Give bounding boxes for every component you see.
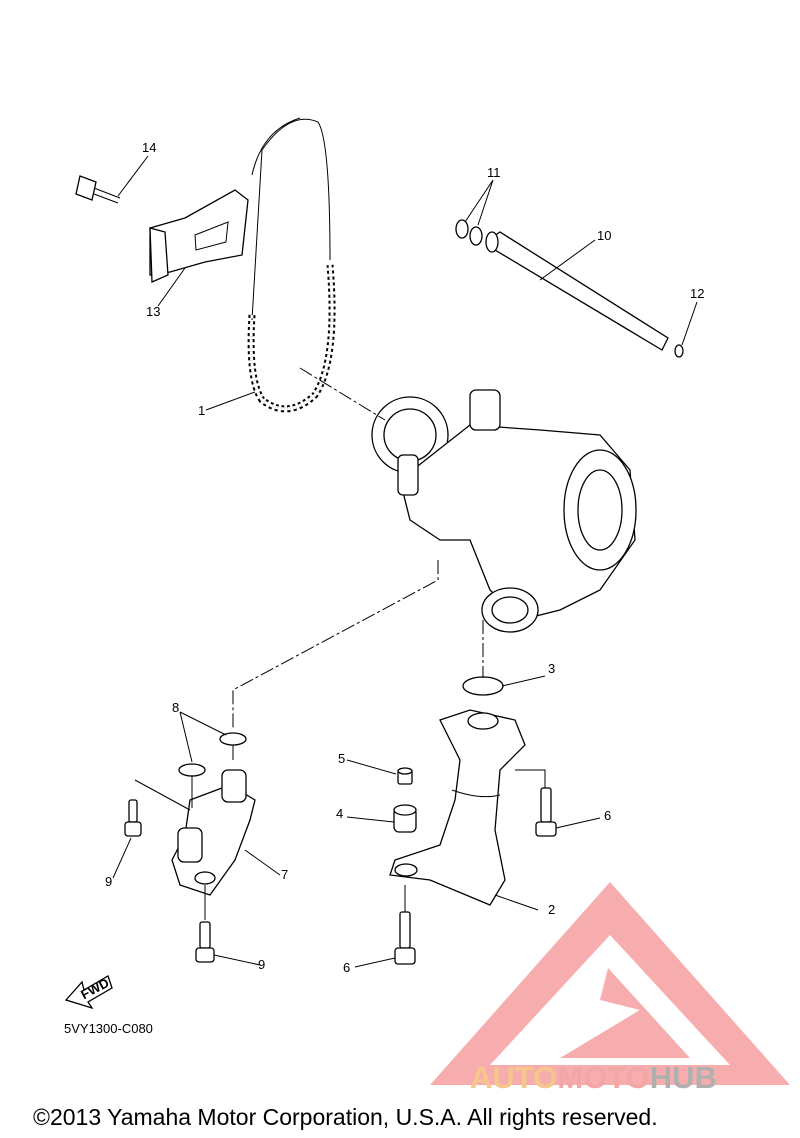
callout-9-upper: 9 [105, 874, 112, 889]
copyright-notice: ©2013 Yamaha Motor Corporation, U.S.A. A… [33, 1104, 658, 1130]
collar-part-4 [393, 804, 417, 833]
callout-11: 11 [487, 165, 501, 180]
pump-shaft-part-10 [485, 231, 669, 351]
dowel-pin-part-5 [397, 767, 413, 785]
bolt-part-9-lower [195, 921, 215, 963]
oil-pump-assembly [371, 389, 637, 633]
chain-guide-part-13 [149, 189, 249, 283]
watermark-text-moto: MOTO [557, 1060, 649, 1095]
alignment-lines [134, 367, 546, 920]
guide-bolt-part-14 [75, 175, 121, 204]
callout-13: 13 [146, 304, 160, 319]
watermark-text-auto: AUTO [470, 1060, 557, 1095]
timing-chain-part-1 [247, 117, 336, 413]
callout-9-lower: 9 [258, 957, 265, 972]
fwd-arrow-icon: FWD [64, 975, 113, 1010]
watermark-text: AUTOMOTOHUB [470, 1060, 717, 1095]
callout-2: 2 [548, 902, 555, 917]
callout-12: 12 [690, 286, 704, 301]
bolt-part-6-upper [535, 787, 557, 837]
callout-8: 8 [172, 700, 179, 715]
callout-6-upper: 6 [604, 808, 611, 823]
o-ring-part-3 [462, 676, 504, 696]
callout-7: 7 [281, 867, 288, 882]
o-rings-part-8 [178, 732, 247, 777]
callout-6-lower: 6 [343, 960, 350, 975]
oil-pipe-part-7 [171, 769, 256, 896]
circlip-part-12 [674, 344, 684, 358]
callout-5: 5 [338, 751, 345, 766]
bolt-part-9-upper [124, 799, 142, 837]
callout-1: 1 [198, 403, 205, 418]
watermark-text-hub: HUB [650, 1060, 717, 1095]
delivery-pipe-part-2 [389, 709, 526, 906]
callout-4: 4 [336, 806, 343, 821]
callout-3: 3 [548, 661, 555, 676]
callout-10: 10 [597, 228, 611, 243]
bolt-part-6-lower [394, 911, 416, 965]
leader-lines [112, 155, 698, 968]
diagram-code: 5VY1300-C080 [64, 1021, 153, 1036]
watermark-logo [430, 882, 790, 1085]
callout-14: 14 [142, 140, 156, 155]
o-rings-part-11 [455, 219, 483, 246]
